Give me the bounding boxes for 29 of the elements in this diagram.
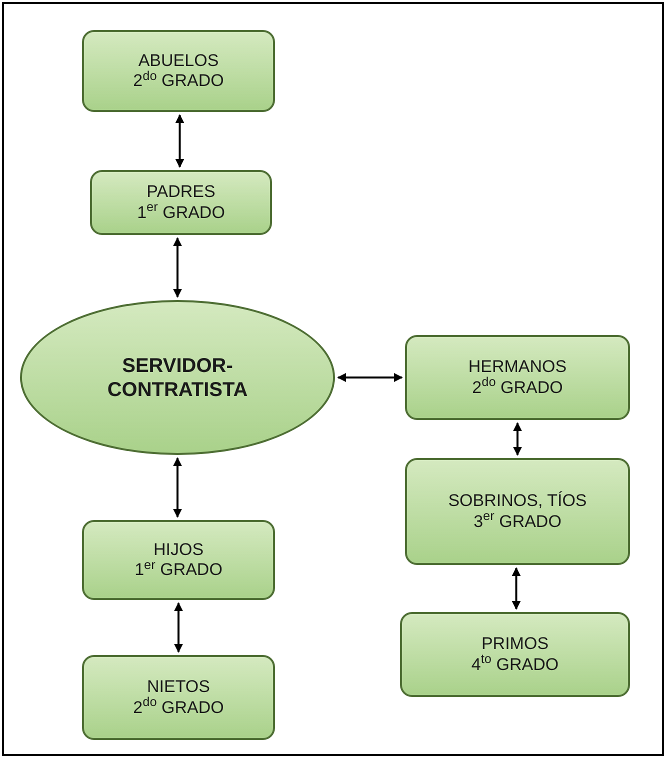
- rounded-box: [90, 170, 272, 235]
- double-arrow: [513, 422, 522, 456]
- node-text: NIETOS: [147, 677, 210, 696]
- node-text: 4$^{to}$ GRADO: [471, 654, 559, 675]
- double-arrow: [174, 602, 183, 653]
- node-text: 2$^{do}$ GRADO: [133, 698, 224, 718]
- double-arrow: [175, 114, 184, 168]
- rounded-box: [400, 612, 630, 697]
- node-text: HERMANOS: [468, 357, 567, 376]
- node-text: 2$^{do}$ GRADO: [472, 378, 563, 398]
- node-text: PRIMOS: [481, 634, 549, 654]
- double-arrow: [337, 373, 403, 382]
- double-arrow: [173, 237, 182, 298]
- double-arrow: [173, 457, 182, 518]
- node-text: HIJOS: [153, 540, 204, 560]
- node-text: PADRES: [146, 182, 216, 202]
- node-text: SOBRINOS, TÍOS: [448, 491, 587, 512]
- double-arrow: [512, 567, 521, 610]
- rounded-box: [82, 655, 275, 740]
- rounded-box: [82, 30, 275, 112]
- node-text: 1$^{er}$ GRADO: [137, 202, 225, 223]
- node-text: 3$^{er}$ GRADO: [474, 512, 562, 532]
- node-text: 2$^{do}$ GRADO: [133, 71, 224, 92]
- node-text: 1$^{er}$ GRADO: [134, 560, 222, 580]
- node-text: ABUELOS: [138, 50, 219, 70]
- rounded-box: [82, 520, 275, 600]
- node-text: SERVIDOR-CONTRATISTA: [106, 354, 249, 402]
- rounded-box: [405, 458, 630, 565]
- rounded-box: [405, 335, 630, 420]
